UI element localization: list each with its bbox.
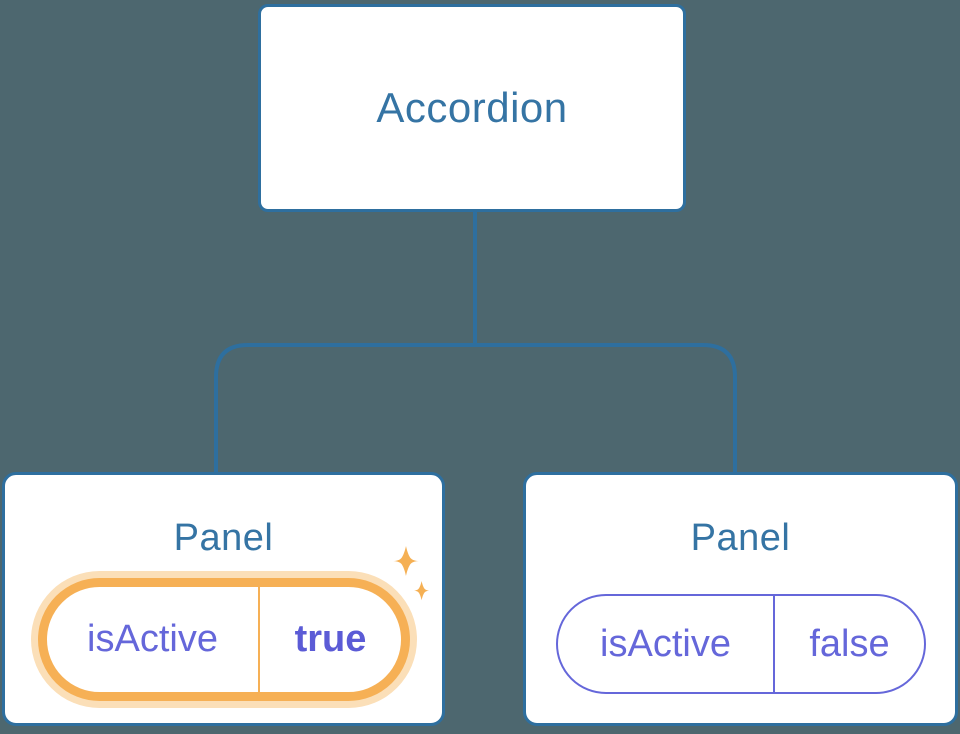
- state-key-label: isActive: [600, 622, 731, 665]
- panel-inactive-title: Panel: [690, 517, 791, 559]
- accordion-node: Accordion: [258, 4, 686, 212]
- state-pill-inactive: isActive false: [556, 594, 926, 694]
- panel-node-active: Panel isActive true: [2, 472, 445, 726]
- state-key-cell: isActive: [47, 587, 258, 692]
- state-key-cell: isActive: [558, 596, 773, 692]
- state-pill-active: isActive true: [38, 578, 410, 701]
- state-key-label: isActive: [87, 618, 218, 660]
- state-value-cell: false: [775, 596, 924, 692]
- accordion-node-label: Accordion: [376, 84, 568, 131]
- pill-divider: [258, 587, 260, 692]
- state-value-label: false: [809, 622, 890, 665]
- connector-branch: [214, 343, 737, 474]
- state-value-cell: true: [260, 587, 401, 692]
- pill-divider: [773, 596, 775, 692]
- state-value-label: true: [294, 618, 367, 660]
- panel-active-title: Panel: [173, 517, 274, 559]
- panel-node-inactive: Panel isActive false: [523, 472, 958, 726]
